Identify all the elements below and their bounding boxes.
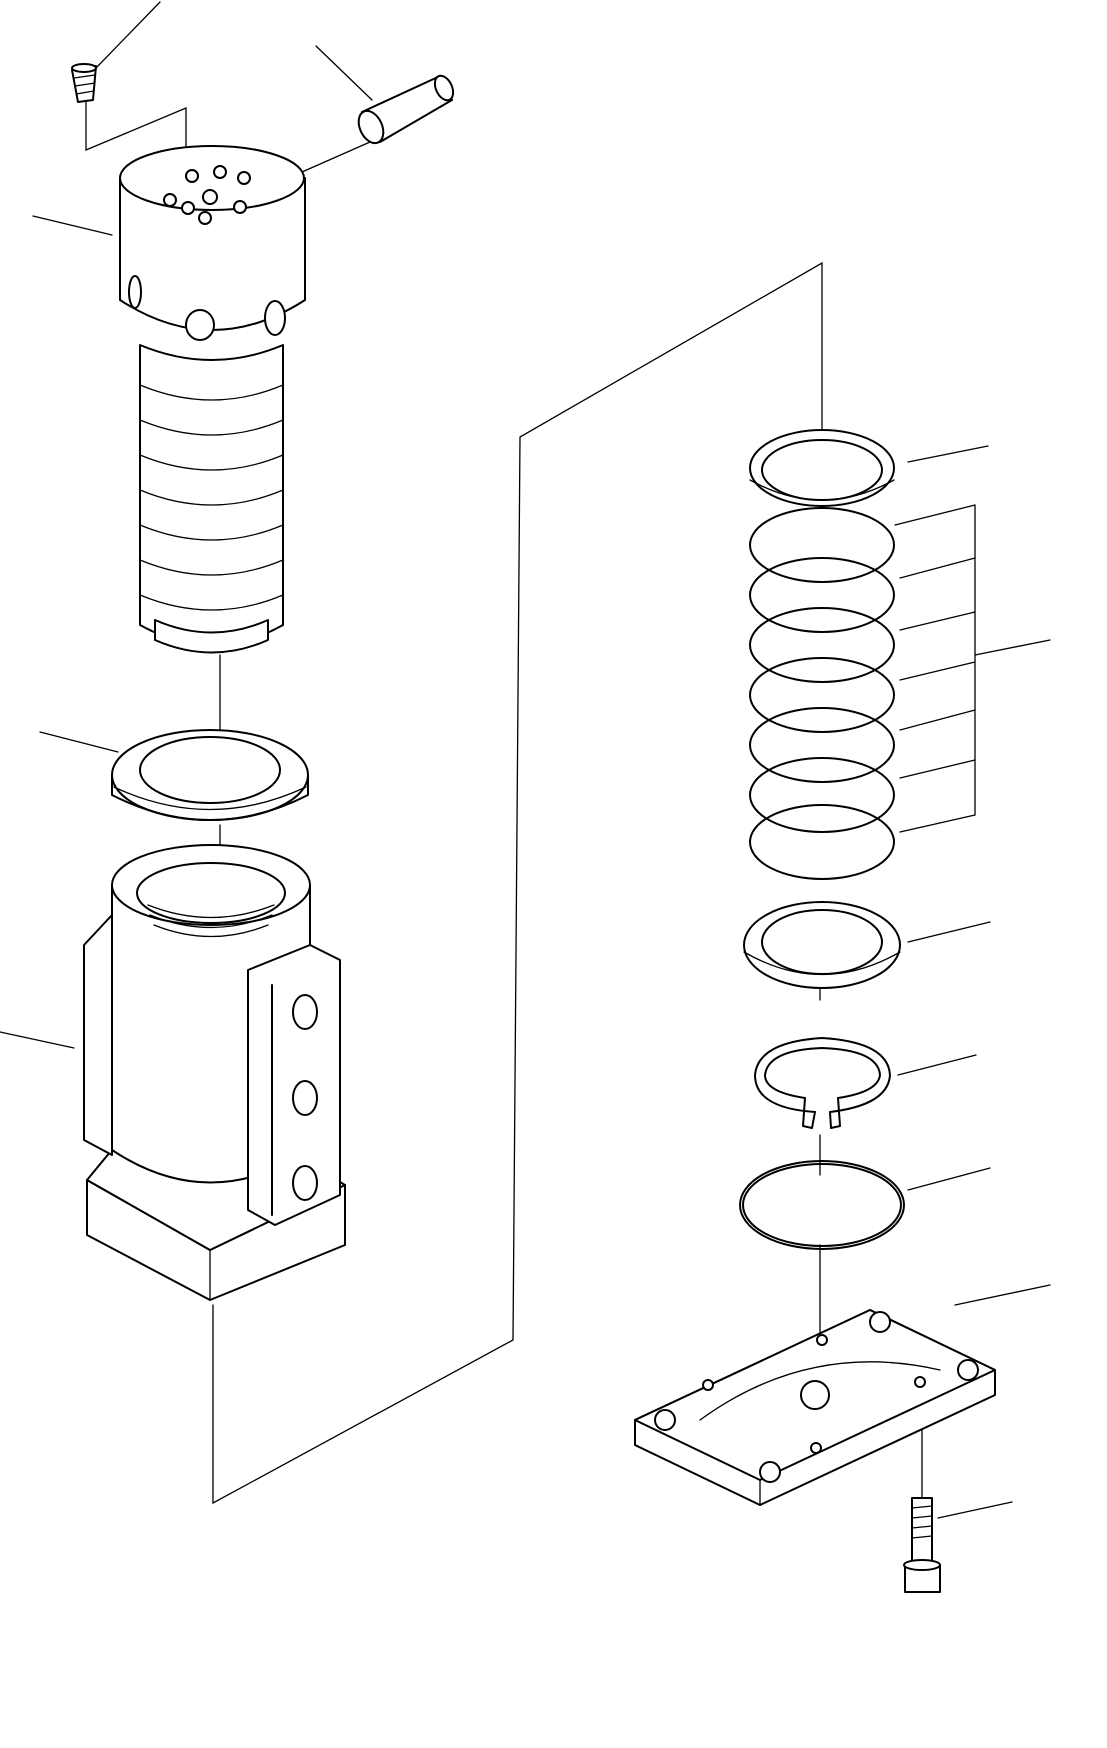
spool-head-icon (119, 145, 306, 654)
threaded-plug-icon (71, 63, 97, 103)
snap-ring-icon (754, 1037, 891, 1129)
washer-icon (743, 901, 901, 989)
bolt-icon (903, 1497, 941, 1593)
o-ring-icon (749, 507, 895, 880)
housing-icon (83, 844, 346, 1301)
seal-ring-icon (749, 429, 895, 507)
cover-plate-icon (634, 1309, 996, 1506)
leader-lines (0, 1, 1051, 1519)
pin-icon (357, 74, 455, 145)
o-ring-icon (739, 1160, 905, 1250)
seal-ring-icon (111, 729, 309, 821)
